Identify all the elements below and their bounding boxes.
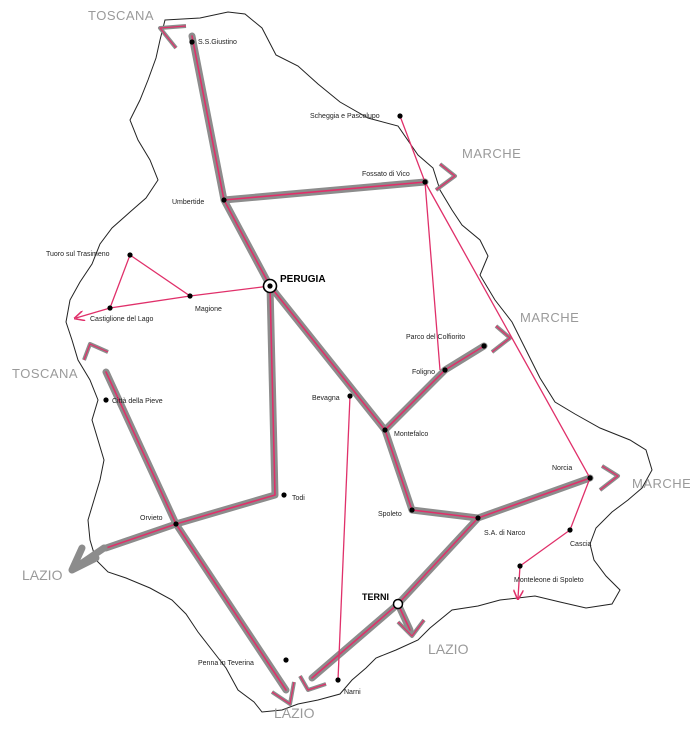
- node-pieve: [103, 397, 109, 403]
- node-magione: [187, 293, 193, 299]
- node-bevagna: [347, 393, 353, 399]
- label-colfiorito: Parco del Colfiorito: [406, 334, 465, 341]
- label-foligno: Foligno: [412, 369, 435, 376]
- label-cascia: Cascia: [570, 541, 592, 548]
- node-monteleone: [517, 563, 523, 569]
- region-lazio-east: LAZIO: [428, 641, 469, 657]
- region-marche-3: MARCHE: [632, 476, 690, 491]
- node-castiglione: [107, 305, 113, 311]
- label-sanatolia: S.A. di Narco: [484, 530, 525, 537]
- node-montefalco: [382, 427, 388, 433]
- node-sanatolia: [475, 515, 481, 521]
- label-todi: Todi: [292, 495, 305, 502]
- node-colfiorito: [481, 343, 487, 349]
- road-arrows: [82, 24, 620, 706]
- label-umbertide: Umbertide: [172, 199, 204, 206]
- region-border: [65, 11, 653, 713]
- label-perugia: PERUGIA: [280, 274, 326, 285]
- node-orvieto: [173, 521, 179, 527]
- road-network: [102, 32, 594, 694]
- node-tuoro: [127, 252, 133, 258]
- region-toscana-west: TOSCANA: [12, 366, 78, 381]
- region-toscana-north: TOSCANA: [88, 8, 154, 23]
- label-sangiustino: S.S.Giustino: [198, 39, 237, 46]
- label-penna: Penna in Teverina: [198, 660, 254, 667]
- node-spoleto: [409, 507, 415, 513]
- node-umbertide: [221, 197, 227, 203]
- label-tuoro: Tuoro sul Trasimeno: [46, 251, 110, 258]
- label-narni: Narni: [344, 689, 361, 696]
- node-scheggia: [397, 113, 403, 119]
- label-bevagna: Bevagna: [312, 395, 340, 402]
- node-cascia: [567, 527, 573, 533]
- node-narni: [335, 677, 341, 683]
- town-nodes: [103, 39, 593, 683]
- label-castiglione: Castiglione del Lago: [90, 316, 154, 323]
- label-pieve: Città della Pieve: [112, 398, 163, 405]
- label-orvieto: Orvieto: [140, 515, 163, 522]
- region-lazio-south: LAZIO: [274, 705, 315, 721]
- label-terni: TERNI: [362, 592, 389, 602]
- node-norcia: [587, 475, 593, 481]
- label-monteleone: Monteleone di Spoleto: [514, 577, 584, 584]
- node-todi: [281, 492, 287, 498]
- label-spoleto: Spoleto: [378, 511, 402, 518]
- town-labels: S.S.Giustino Scheggia e Pascelupo Fossat…: [46, 39, 592, 696]
- node-foligno: [442, 367, 448, 373]
- terni-marker: [392, 598, 404, 610]
- region-lazio-west: LAZIO: [22, 567, 63, 583]
- node-fossato: [422, 179, 428, 185]
- node-sangiustino: [189, 39, 195, 45]
- label-fossato: Fossato di Vico: [362, 171, 410, 178]
- region-labels: TOSCANA MARCHE MARCHE MARCHE TOSCANA LAZ…: [12, 8, 690, 721]
- arrow-lazio-west-icon: [68, 544, 108, 574]
- region-marche-1: MARCHE: [462, 146, 521, 161]
- node-penna: [283, 657, 289, 663]
- label-montefalco: Montefalco: [394, 431, 428, 438]
- label-magione: Magione: [195, 306, 222, 313]
- capital-marker: [262, 278, 278, 294]
- label-norcia: Norcia: [552, 465, 572, 472]
- label-scheggia: Scheggia e Pascelupo: [310, 113, 380, 120]
- region-marche-2: MARCHE: [520, 310, 579, 325]
